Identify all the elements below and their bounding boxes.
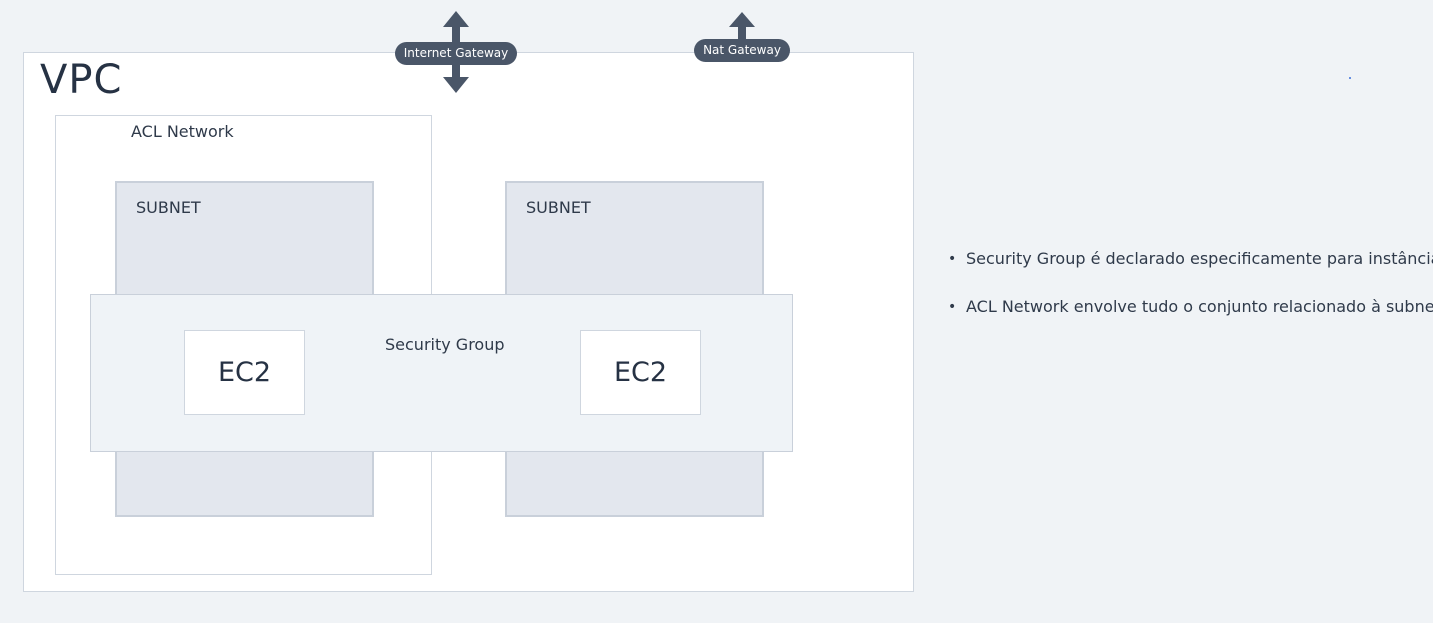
subnet-left-label: SUBNET — [136, 198, 201, 217]
vpc-title: VPC — [40, 57, 123, 103]
note-text: Security Group é declarado especificamen… — [966, 249, 1433, 268]
bullet-icon: • — [948, 299, 957, 315]
stray-dot — [1349, 77, 1351, 79]
internet-gateway-label: Internet Gateway — [395, 42, 517, 65]
security-group-label: Security Group — [385, 335, 505, 354]
nat-gateway-label: Nat Gateway — [694, 39, 790, 62]
note-text: ACL Network envolve tudo o conjunto rela… — [966, 297, 1433, 316]
note-item: • Security Group é declarado especificam… — [948, 248, 1433, 270]
acl-network-label: ACL Network — [131, 122, 234, 141]
notes-list: • Security Group é declarado especificam… — [948, 248, 1433, 318]
bullet-icon: • — [948, 251, 957, 267]
ec2-instance-right: EC2 — [580, 330, 701, 415]
subnet-right-label: SUBNET — [526, 198, 591, 217]
ec2-instance-left: EC2 — [184, 330, 305, 415]
note-item: • ACL Network envolve tudo o conjunto re… — [948, 296, 1433, 318]
nat-gateway-arrow-icon — [729, 12, 755, 42]
